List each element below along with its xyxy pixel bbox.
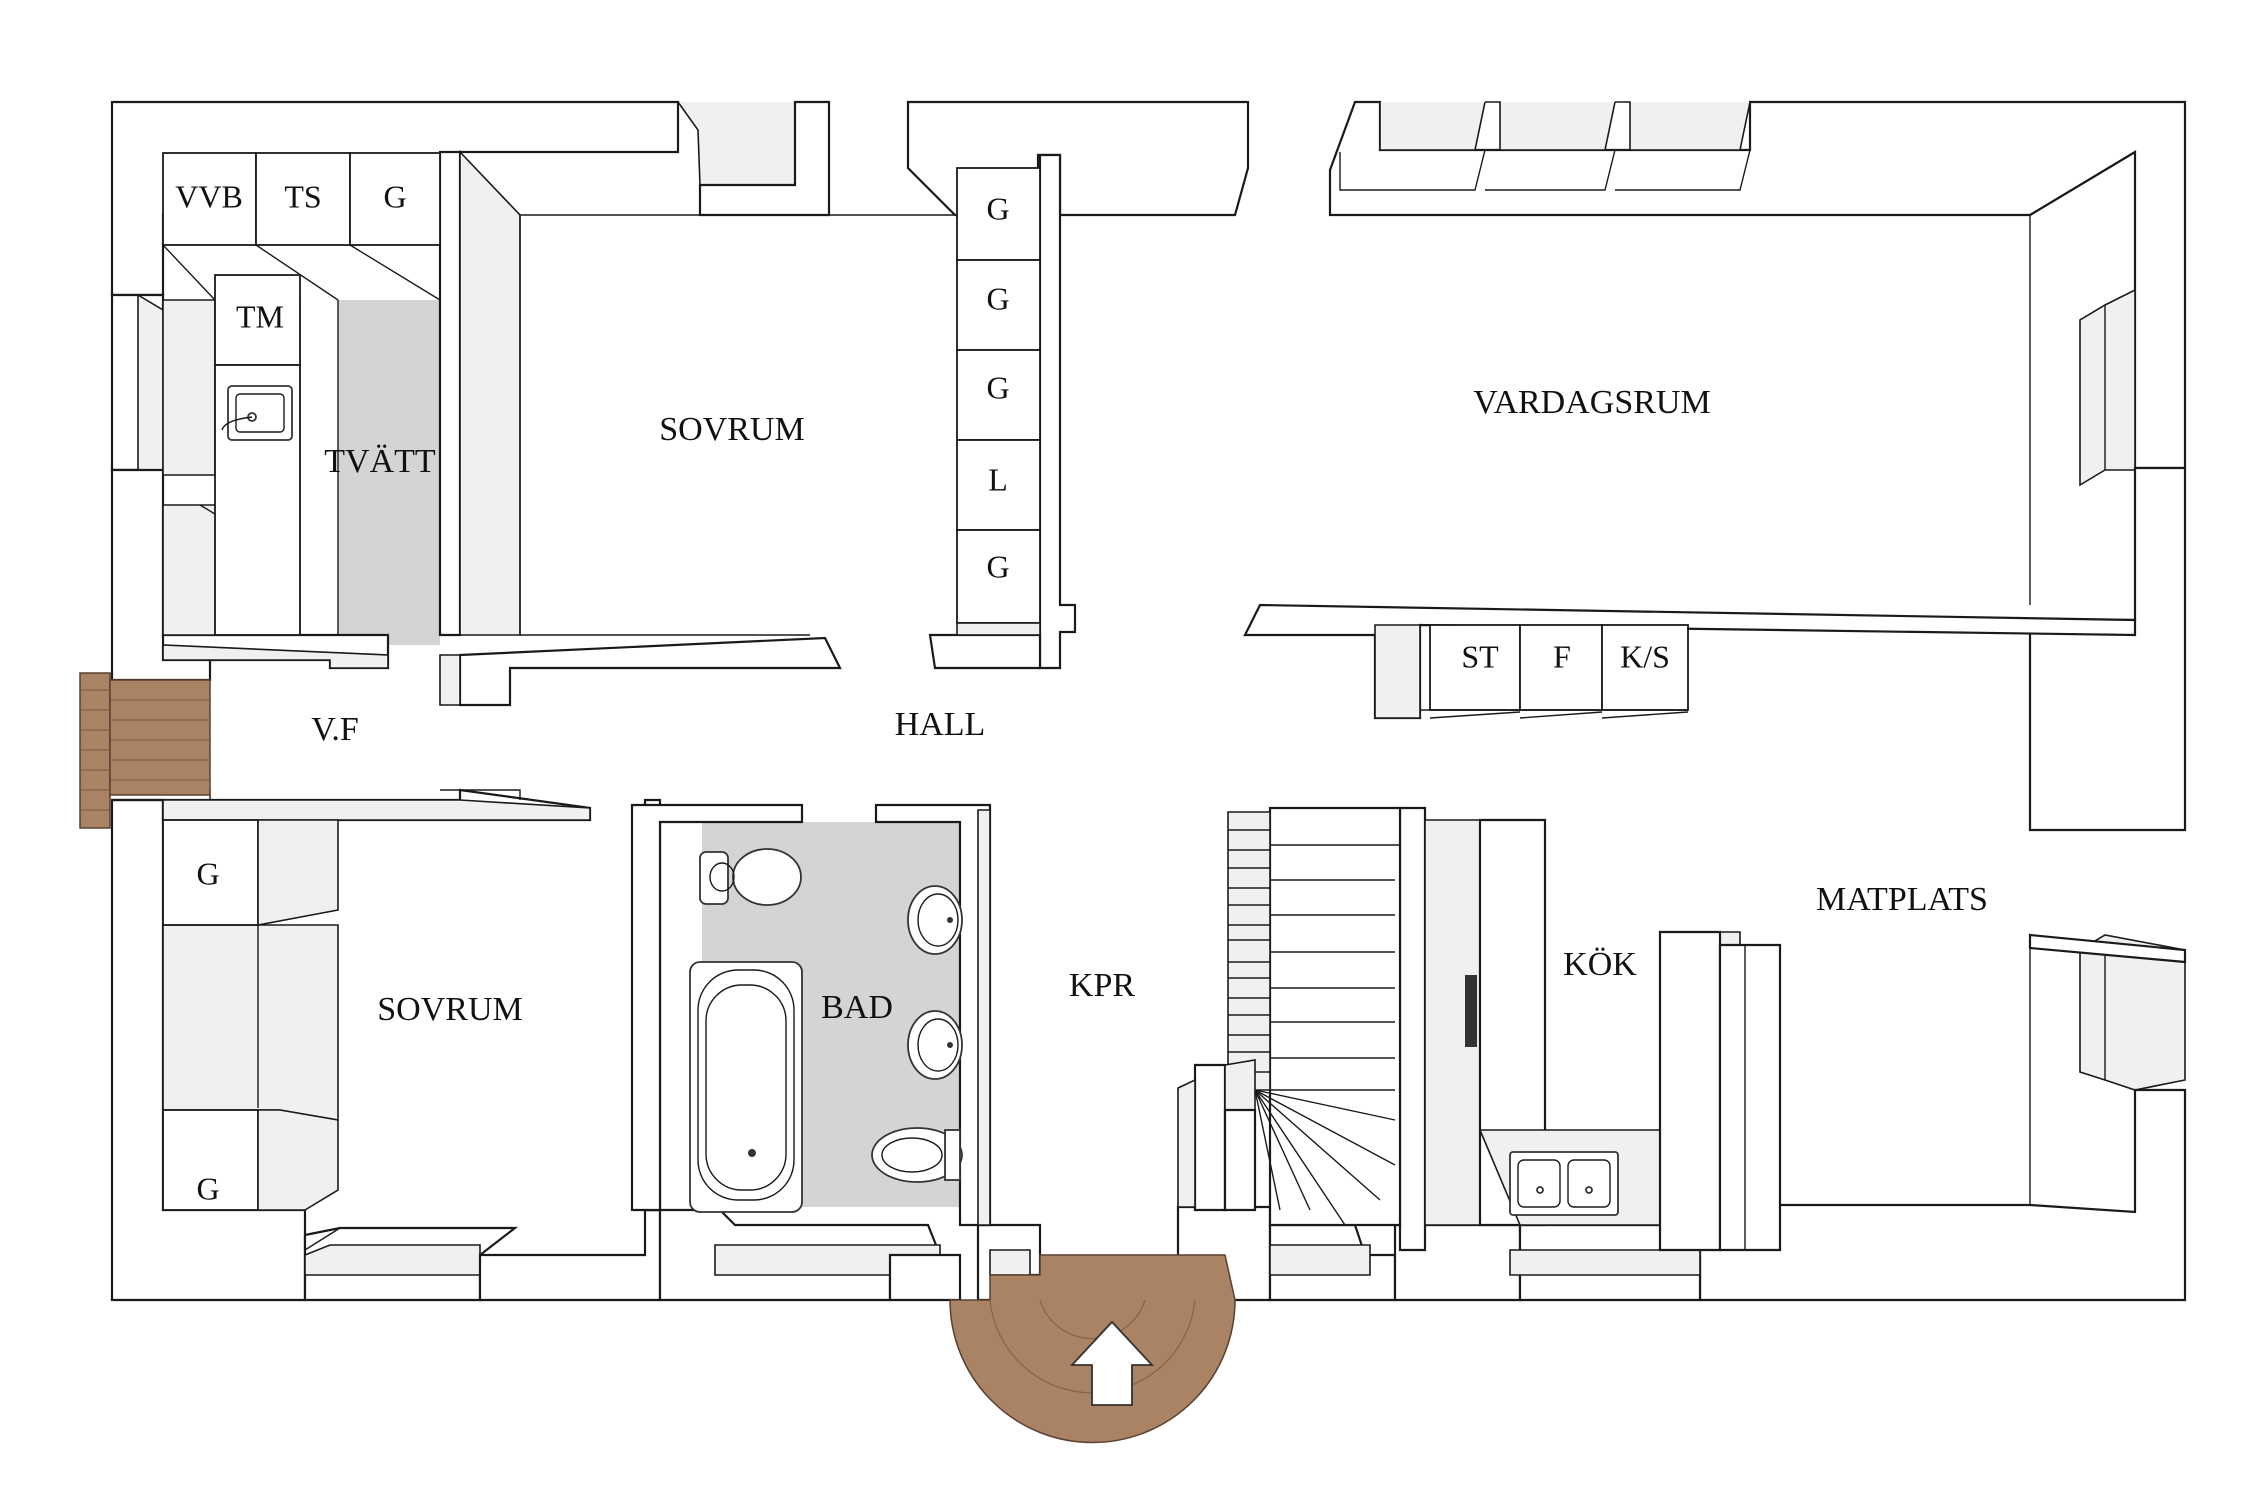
wardrobe-g-4 bbox=[956, 529, 1041, 624]
label-st: ST bbox=[1461, 638, 1499, 674]
label-g-bedroom-top: G bbox=[196, 855, 219, 891]
bedroom-wardrobe-wall bbox=[162, 924, 339, 1121]
window-right-upper bbox=[2079, 288, 2136, 487]
label-f: F bbox=[1553, 638, 1571, 674]
basin-2-icon bbox=[907, 1010, 963, 1080]
cabinet-tm bbox=[214, 274, 301, 366]
room-label-hall: HALL bbox=[895, 706, 986, 743]
room-label-kok: KÖK bbox=[1563, 946, 1637, 983]
label-wardrobe-3: G bbox=[986, 369, 1009, 405]
basin-1-icon bbox=[907, 885, 963, 955]
wardrobe-g-2 bbox=[956, 259, 1041, 351]
room-label-vardagsrum: VARDAGSRUM bbox=[1473, 384, 1710, 421]
laundry-sink-icon bbox=[227, 385, 293, 441]
cabinet-ts bbox=[255, 152, 351, 246]
label-wardrobe-2: G bbox=[986, 280, 1009, 316]
wardrobe-g-1 bbox=[956, 167, 1041, 261]
bidet-icon bbox=[871, 1127, 963, 1183]
label-ks: K/S bbox=[1620, 638, 1670, 674]
room-label-sovrum-top: SOVRUM bbox=[659, 411, 804, 448]
label-g-laundry: G bbox=[383, 178, 406, 214]
window-top-right-sills bbox=[1339, 149, 1751, 191]
wardrobe-l bbox=[956, 439, 1041, 531]
staircase bbox=[1177, 806, 1402, 1227]
window-top-right-1 bbox=[1355, 101, 1486, 151]
wall-stair-kitchen bbox=[1398, 806, 1427, 1252]
window-top-right-3 bbox=[1615, 101, 1751, 151]
entrance-arrow-icon bbox=[1069, 1320, 1155, 1406]
hall-wardrobe-wall bbox=[1038, 153, 1077, 670]
window-top-right-2 bbox=[1485, 101, 1616, 151]
corner-bevel-top-right bbox=[2029, 151, 2136, 605]
toilet-icon bbox=[699, 848, 802, 906]
window-left-upper bbox=[137, 293, 164, 471]
cabinet-vvb bbox=[162, 152, 257, 246]
room-label-kpr: KPR bbox=[1069, 967, 1135, 1004]
label-tm: TM bbox=[236, 298, 284, 334]
room-label-sovrum-bottom: SOVRUM bbox=[377, 991, 522, 1028]
laundry-floor bbox=[338, 300, 440, 645]
outer-wall-right-middle bbox=[2028, 466, 2187, 832]
label-wardrobe-5: G bbox=[986, 548, 1009, 584]
outer-wall-bottom-2 bbox=[478, 1208, 662, 1302]
outer-wall-bottom-3 bbox=[888, 1253, 962, 1302]
bathtub-icon bbox=[689, 961, 803, 1213]
label-vvb: VVB bbox=[175, 178, 243, 214]
room-label-matplats: MATPLATS bbox=[1816, 881, 1988, 918]
side-entrance-floor bbox=[109, 679, 211, 796]
cabinet-g-laundry bbox=[349, 152, 441, 246]
kitchen-sink-icon bbox=[1509, 1151, 1619, 1216]
wardrobe-g-3 bbox=[956, 349, 1041, 441]
label-wardrobe-4: L bbox=[988, 461, 1008, 497]
room-label-tvatt: TVÄTT bbox=[324, 443, 436, 480]
label-g-bedroom-bottom: G bbox=[196, 1170, 219, 1206]
wall-bath-left bbox=[630, 803, 804, 1212]
window-right-lower bbox=[2079, 934, 2186, 1091]
label-ts: TS bbox=[284, 178, 321, 214]
outer-wall-top-right bbox=[1328, 100, 2187, 470]
wall-bedroom-top-reveal bbox=[459, 150, 521, 636]
room-label-vf: V.F bbox=[311, 711, 359, 748]
label-wardrobe-1: G bbox=[986, 190, 1009, 226]
wall-laundry-bedroom bbox=[438, 150, 462, 637]
room-label-bad: BAD bbox=[821, 989, 893, 1026]
